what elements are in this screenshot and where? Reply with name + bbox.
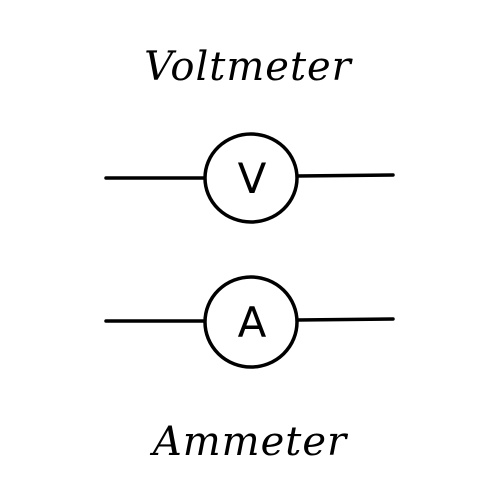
voltmeter-symbol: V	[104, 132, 395, 224]
voltmeter-letter: V	[238, 154, 267, 203]
ammeter-symbol: A	[104, 275, 395, 369]
ammeter-circle	[203, 275, 299, 369]
voltmeter-caption: Voltmeter	[144, 44, 354, 90]
voltmeter-right-wire	[295, 173, 395, 178]
ammeter-right-wire	[295, 317, 395, 322]
ammeter-letter: A	[238, 298, 267, 347]
ammeter-caption: Ammeter	[149, 419, 349, 465]
voltmeter-circle	[203, 132, 299, 224]
